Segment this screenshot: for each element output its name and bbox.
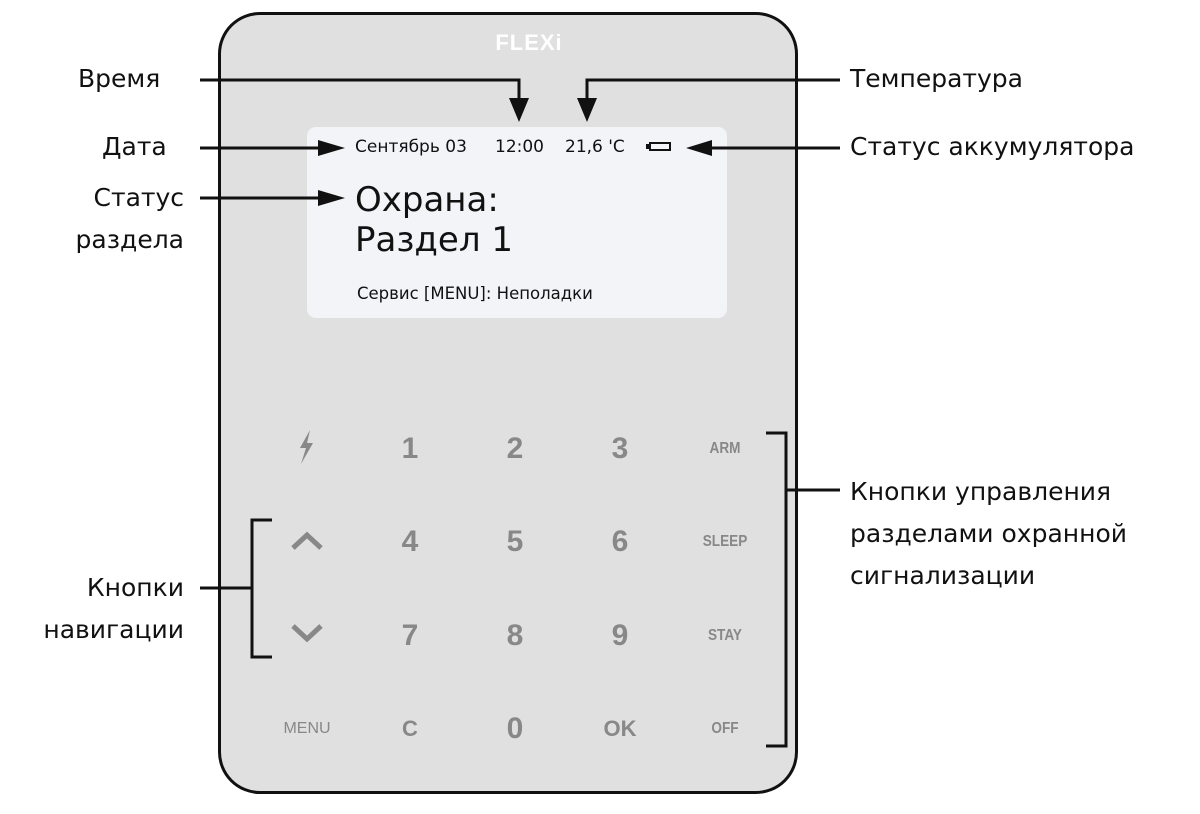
arrow-date bbox=[318, 140, 345, 156]
lightning-key[interactable] bbox=[297, 430, 317, 470]
key-6[interactable]: 6 bbox=[611, 525, 629, 558]
screen-time: 12:00 bbox=[495, 137, 544, 157]
key-4[interactable]: 4 bbox=[401, 525, 419, 558]
key-3[interactable]: 3 bbox=[611, 432, 629, 465]
chevron-up-icon bbox=[291, 531, 323, 550]
label-control-2: разделами охранной bbox=[850, 519, 1128, 548]
label-control-3: сигнализации bbox=[850, 561, 1036, 590]
label-battery: Статус аккумулятора bbox=[850, 132, 1135, 161]
arrow-time bbox=[509, 98, 529, 122]
sleep-key[interactable]: SLEEP bbox=[702, 533, 748, 550]
up-key[interactable] bbox=[290, 530, 324, 556]
label-nav-1: Кнопки bbox=[86, 573, 184, 602]
arrow-battery bbox=[686, 140, 712, 156]
arm-key[interactable]: ARM bbox=[709, 440, 741, 457]
screen-temperature: 21,6 'C bbox=[565, 137, 625, 157]
label-partition-status-1: Статус bbox=[93, 183, 184, 212]
battery-tip-icon bbox=[646, 144, 649, 149]
key-5[interactable]: 5 bbox=[506, 525, 524, 558]
down-key[interactable] bbox=[290, 622, 324, 648]
label-nav-2: навигации bbox=[43, 615, 184, 644]
clear-key[interactable]: C bbox=[402, 716, 418, 741]
ok-key[interactable]: OK bbox=[603, 716, 637, 741]
screen-date: Сентябрь 03 bbox=[355, 137, 467, 157]
screen-service: Сервис [MENU]: Неполадки bbox=[357, 284, 593, 303]
label-temperature: Температура bbox=[850, 64, 1023, 93]
key-0[interactable]: 0 bbox=[506, 712, 524, 745]
battery-icon bbox=[649, 142, 671, 151]
screen-status-line2: Раздел 1 bbox=[355, 220, 514, 260]
key-2[interactable]: 2 bbox=[506, 432, 524, 465]
key-9[interactable]: 9 bbox=[611, 619, 629, 652]
screen-status-line1: Охрана: bbox=[355, 180, 499, 220]
menu-key[interactable]: MENU bbox=[283, 720, 331, 737]
label-date: Дата bbox=[102, 132, 167, 161]
key-8[interactable]: 8 bbox=[506, 619, 524, 652]
key-7[interactable]: 7 bbox=[401, 619, 419, 652]
lcd-screen bbox=[307, 127, 727, 318]
brand-logo: FLEXi bbox=[495, 30, 563, 55]
off-key[interactable]: OFF bbox=[711, 720, 739, 737]
label-time: Время bbox=[78, 64, 161, 93]
label-control-1: Кнопки управления bbox=[850, 477, 1112, 506]
stay-key[interactable]: STAY bbox=[707, 627, 742, 644]
label-partition-status-2: раздела bbox=[75, 225, 184, 254]
lightning-icon bbox=[300, 430, 313, 464]
key-1[interactable]: 1 bbox=[401, 432, 419, 465]
arrow-status bbox=[318, 190, 345, 206]
arrow-temperature bbox=[577, 98, 597, 122]
chevron-down-icon bbox=[291, 624, 323, 643]
